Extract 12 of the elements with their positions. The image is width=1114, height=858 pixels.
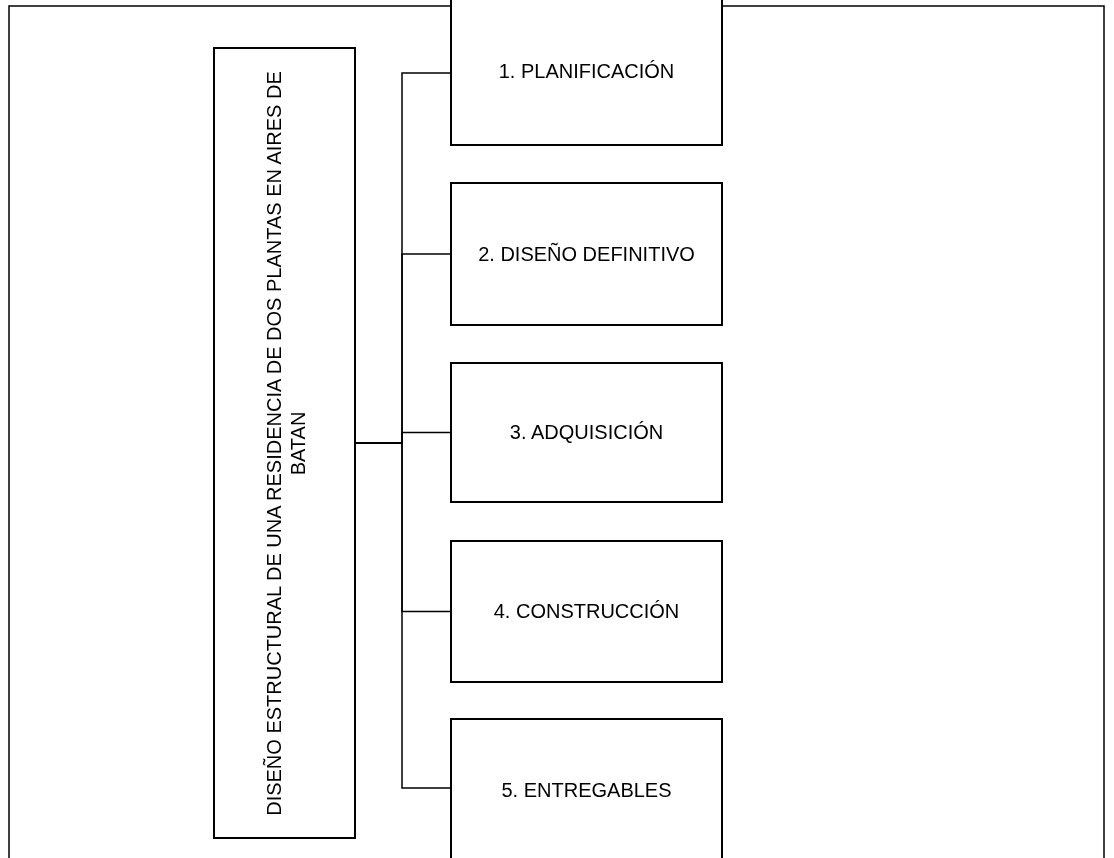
phase-box xyxy=(450,0,723,146)
phase-box xyxy=(450,718,723,858)
phase-label: 1. PLANIFICACIÓN xyxy=(498,60,675,83)
phase-box xyxy=(450,362,723,503)
phase-box xyxy=(450,182,723,326)
phase-label: 3. ADQUISICIÓN xyxy=(509,421,664,444)
phase-label: 5. ENTREGABLES xyxy=(501,779,672,802)
phase-label: 2. DISEÑO DEFINITIVO xyxy=(478,242,695,266)
title-box xyxy=(213,47,356,839)
phase-label: 4. CONSTRUCCIÓN xyxy=(493,600,680,623)
title-text: DISEÑO ESTRUCTURAL DE UNA RESIDENCIA DE DOS PLANTAS EN AIRES DE BATAN xyxy=(260,69,309,818)
phase-box xyxy=(450,540,723,683)
